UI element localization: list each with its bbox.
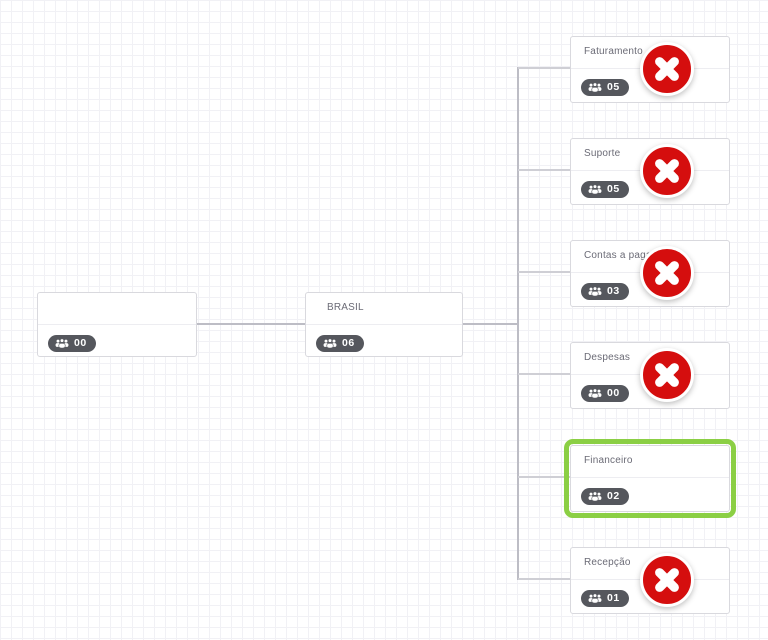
group-icon [588,491,602,502]
connector-root-parent [197,323,305,325]
connector-branch-financeiro [518,476,570,478]
group-icon [55,338,69,349]
member-count-badge: 06 [316,335,364,352]
connector-branch-despesas [518,373,570,375]
member-count: 05 [607,81,620,94]
member-count-badge: 00 [581,385,629,402]
node-divider [38,324,196,325]
member-count: 00 [607,387,620,400]
delete-button[interactable] [640,42,694,96]
group-icon [588,286,602,297]
org-node-financeiro[interactable]: Financeiro 02 [570,445,730,512]
member-count: 00 [74,337,87,350]
org-node-brasil[interactable]: BRASIL 06 [305,292,463,357]
org-node-despesas[interactable]: Despesas 00 [570,342,730,409]
node-title: Contas a pagar [584,250,656,261]
connector-trunk [517,67,519,580]
node-title: Despesas [584,352,631,363]
org-node-root[interactable]: 00 [37,292,197,357]
member-count-badge: 02 [581,488,629,505]
org-node-faturamento[interactable]: Faturamento 05 [570,36,730,103]
group-icon [588,388,602,399]
x-circle-icon [643,556,691,604]
delete-button[interactable] [640,144,694,198]
member-count-badge: 00 [48,335,96,352]
node-divider [571,477,729,478]
delete-button[interactable] [640,348,694,402]
delete-button[interactable] [640,246,694,300]
member-count-badge: 05 [581,79,629,96]
node-title: Suporte [584,148,621,159]
member-count-badge: 05 [581,181,629,198]
delete-button[interactable] [640,553,694,607]
node-title: Financeiro [584,455,633,466]
x-circle-icon [643,351,691,399]
x-circle-icon [643,249,691,297]
member-count-badge: 03 [581,283,629,300]
connector-branch-recepcao [518,578,570,580]
group-icon [588,593,602,604]
x-circle-icon [643,147,691,195]
connector-branch-suporte [518,169,570,171]
group-icon [588,82,602,93]
member-count-badge: 01 [581,590,629,607]
member-count: 06 [342,337,355,350]
org-node-recepcao[interactable]: Recepção 01 [570,547,730,614]
node-title: Recepção [584,557,631,568]
member-count: 02 [607,490,620,503]
x-circle-icon [643,45,691,93]
connector-branch-contas-a-pagar [518,271,570,273]
member-count: 05 [607,183,620,196]
org-node-contas-a-pagar[interactable]: Contas a pagar 03 [570,240,730,307]
node-title: BRASIL [327,302,364,313]
org-node-suporte[interactable]: Suporte 05 [570,138,730,205]
connector-parent-trunk [463,323,518,325]
node-divider [306,324,462,325]
member-count: 01 [607,592,620,605]
group-icon [323,338,337,349]
member-count: 03 [607,285,620,298]
group-icon [588,184,602,195]
node-title: Faturamento [584,46,643,57]
connector-branch-faturamento [518,67,570,69]
